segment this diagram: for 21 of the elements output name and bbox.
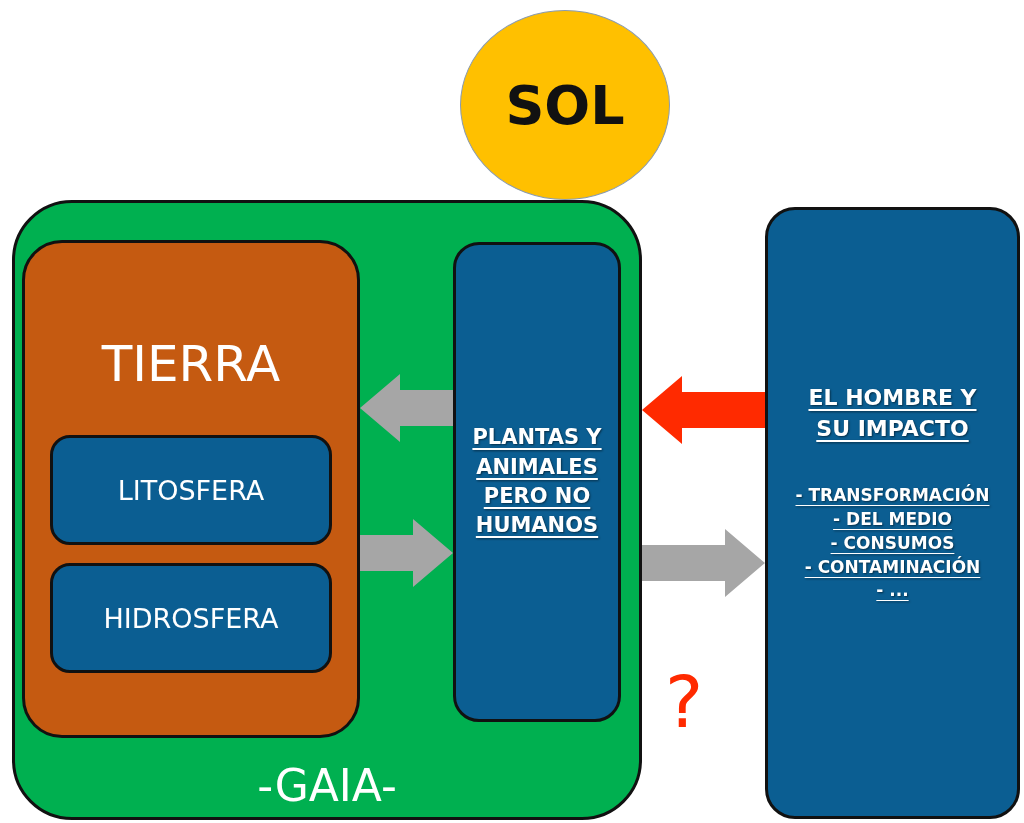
organisms-label: PLANTAS Y ANIMALES PERO NO HUMANOS	[471, 424, 603, 540]
gaia-box	[12, 200, 642, 820]
gaia-label: -GAIA-	[256, 760, 398, 811]
sphere-label: HIDROSFERA	[103, 602, 279, 634]
earth-box	[22, 240, 360, 738]
block-arrow	[642, 376, 765, 444]
question-mark: ?	[665, 660, 704, 744]
human-box	[765, 207, 1020, 819]
impact-item: - CONTAMINACIÓN	[804, 555, 981, 579]
impact-item: - TRANSFORMACIÓN	[795, 484, 990, 508]
impact-item: - CONSUMOS	[830, 531, 955, 555]
earth-title: TIERRA	[101, 335, 281, 393]
sphere-label: LITOSFERA	[117, 474, 265, 506]
block-arrow	[360, 374, 453, 442]
block-arrow	[360, 519, 453, 587]
impact-item: - DEL MEDIO	[833, 508, 952, 532]
impact-item: - ...	[876, 579, 909, 603]
sun-label: SOL	[505, 73, 625, 137]
human-impact-title: EL HOMBRE Y SU IMPACTO	[807, 383, 978, 443]
organisms-box	[453, 242, 621, 722]
block-arrow	[642, 529, 765, 597]
